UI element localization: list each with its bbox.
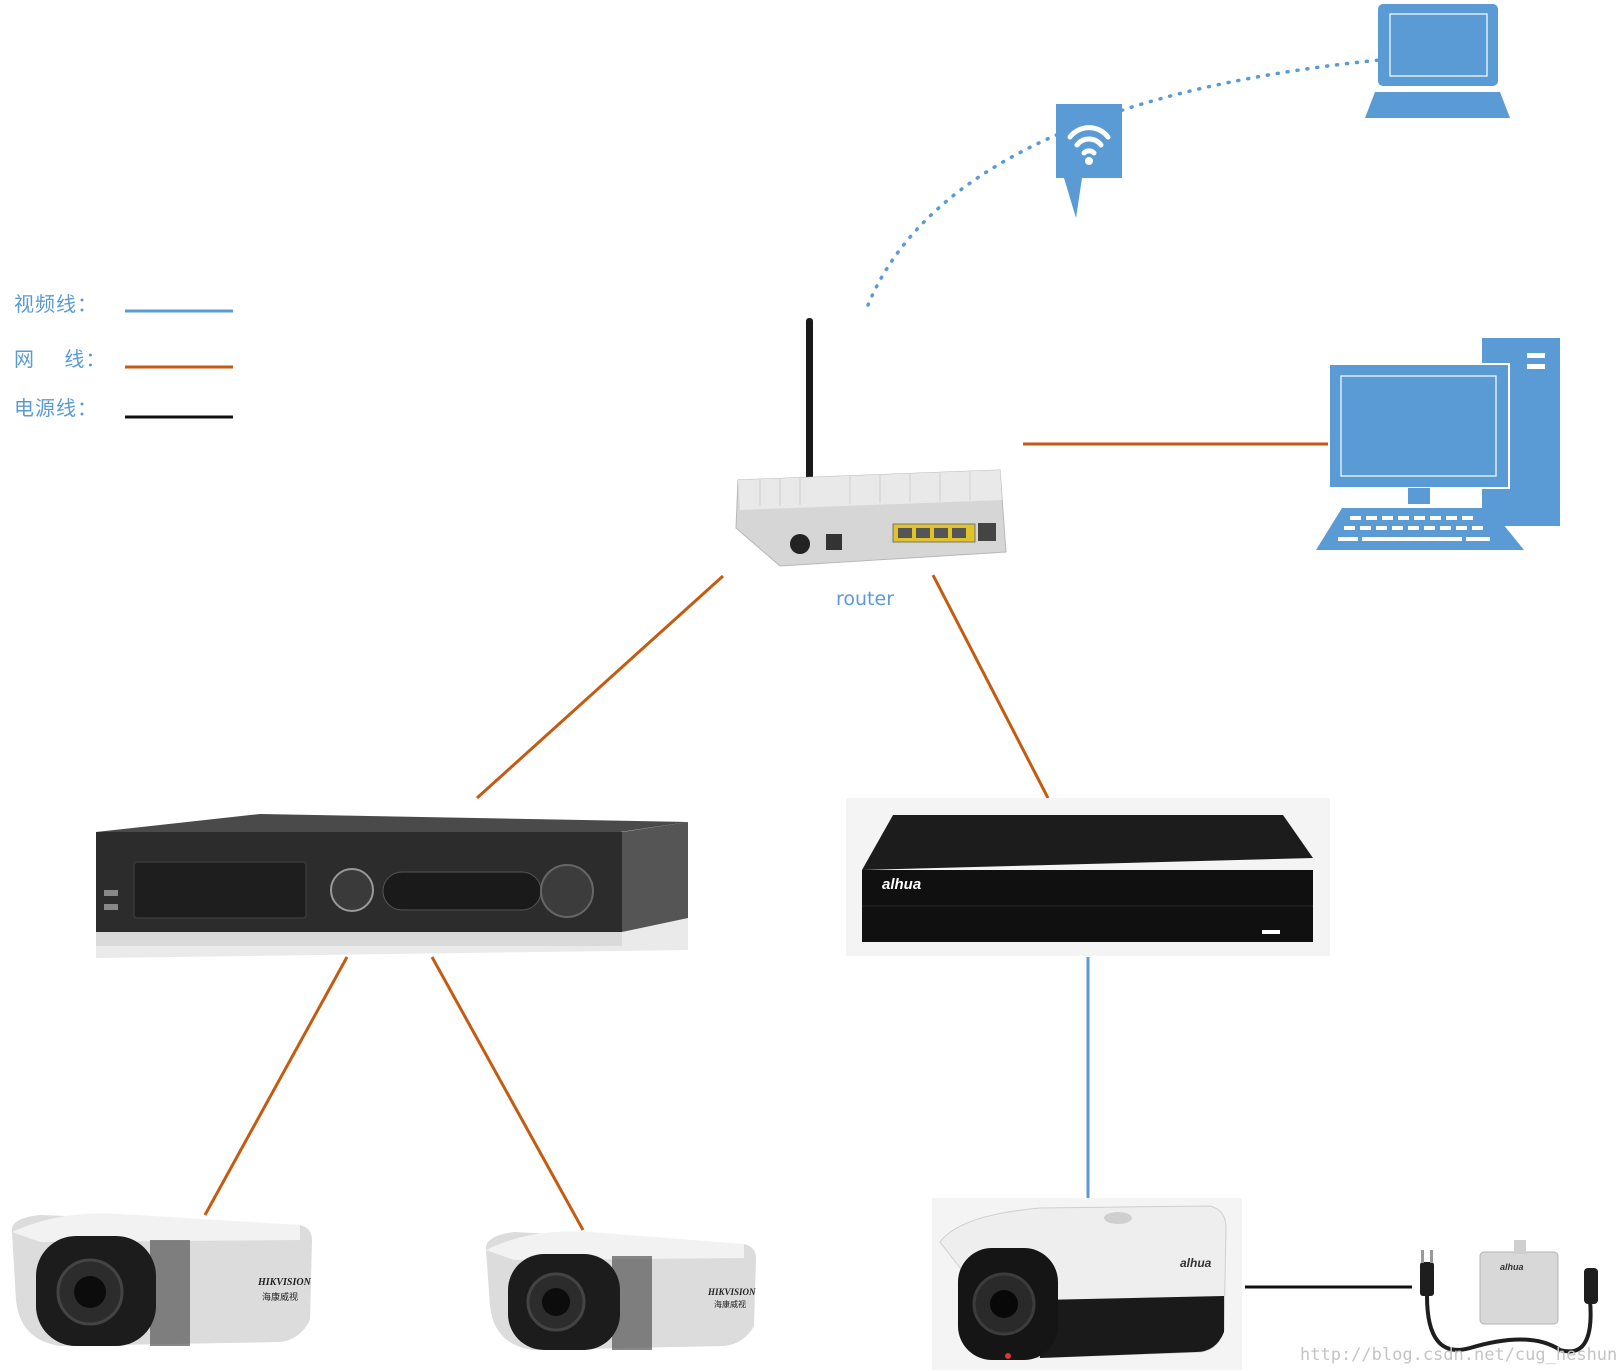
link-router-nvr-right [931, 574, 1050, 799]
camera-left-brand: HIKVISION [258, 1277, 311, 1288]
legend-network-label: 网 线： [14, 347, 107, 371]
router-label: router [836, 588, 895, 610]
camera-left-brand-cn: 海康威视 [262, 1293, 299, 1303]
camera-right-device [932, 1198, 1242, 1370]
link-nvr-left-camera-middle [430, 956, 585, 1231]
router-device [735, 318, 1007, 567]
dahua-nvr-device [846, 798, 1330, 956]
link-router-nvr-left [475, 574, 725, 800]
camera-left-device [11, 1213, 312, 1346]
wifi-link [866, 58, 1382, 307]
camera-middle-brand: HIKVISION [708, 1287, 756, 1297]
wifi-icon [1056, 104, 1122, 218]
camera-middle-brand-cn: 海康威视 [714, 1300, 746, 1309]
desktop-pc-icon [1316, 338, 1560, 550]
link-nvr-left-camera-left [203, 956, 349, 1216]
legend-power-label: 电源线： [14, 396, 98, 420]
camera-right-brand: alhua [1180, 1256, 1212, 1270]
laptop-icon [1365, 4, 1510, 118]
legend-video-label: 视频线： [14, 292, 98, 316]
watermark: http://blog.csdn.net/cug_heshun [1300, 1345, 1617, 1365]
power-adapter-device [1420, 1240, 1598, 1354]
camera-middle-device [485, 1231, 756, 1350]
hikvision-nvr-device [96, 814, 688, 958]
dahua-nvr-brand: alhua [882, 876, 922, 893]
power-adapter-brand: alhua [1500, 1262, 1524, 1272]
